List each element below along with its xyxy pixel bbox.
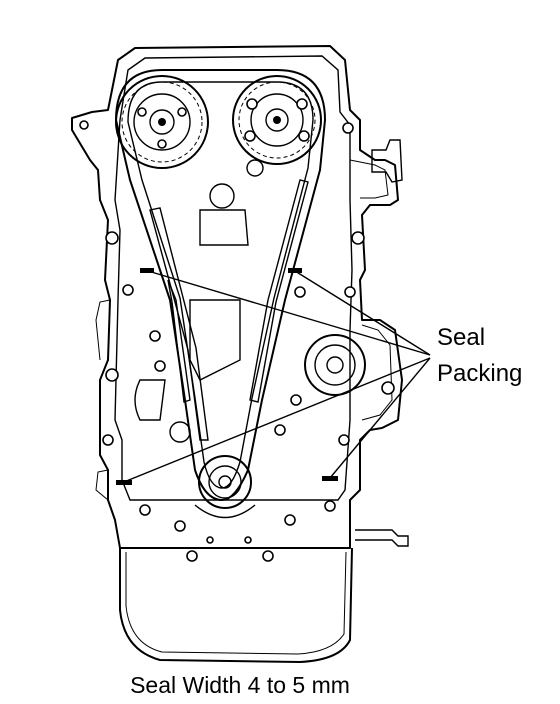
seal-width-caption: Seal Width 4 to 5 mm bbox=[130, 672, 350, 698]
seal-mark-upper-right bbox=[288, 268, 302, 273]
exhaust-cam-sprocket bbox=[232, 75, 322, 165]
leader-lines bbox=[123, 270, 431, 483]
crankshaft-sprocket bbox=[194, 455, 256, 519]
timing-chain bbox=[115, 69, 326, 501]
seal-packing-label-line1: Seal bbox=[437, 324, 486, 351]
seal-packing-label-line2: Packing bbox=[437, 360, 523, 387]
seal-mark-lower-right bbox=[322, 476, 338, 481]
water-pump bbox=[304, 334, 366, 396]
oil-pan bbox=[119, 547, 353, 663]
seal-mark-upper-left bbox=[140, 268, 154, 273]
bolt-holes bbox=[79, 120, 395, 562]
seal-mark-lower-left bbox=[116, 480, 132, 485]
chain-guides bbox=[149, 179, 309, 441]
seal-packing-marks bbox=[116, 268, 338, 485]
block-features bbox=[134, 159, 264, 443]
intake-cam-sprocket bbox=[115, 75, 209, 169]
